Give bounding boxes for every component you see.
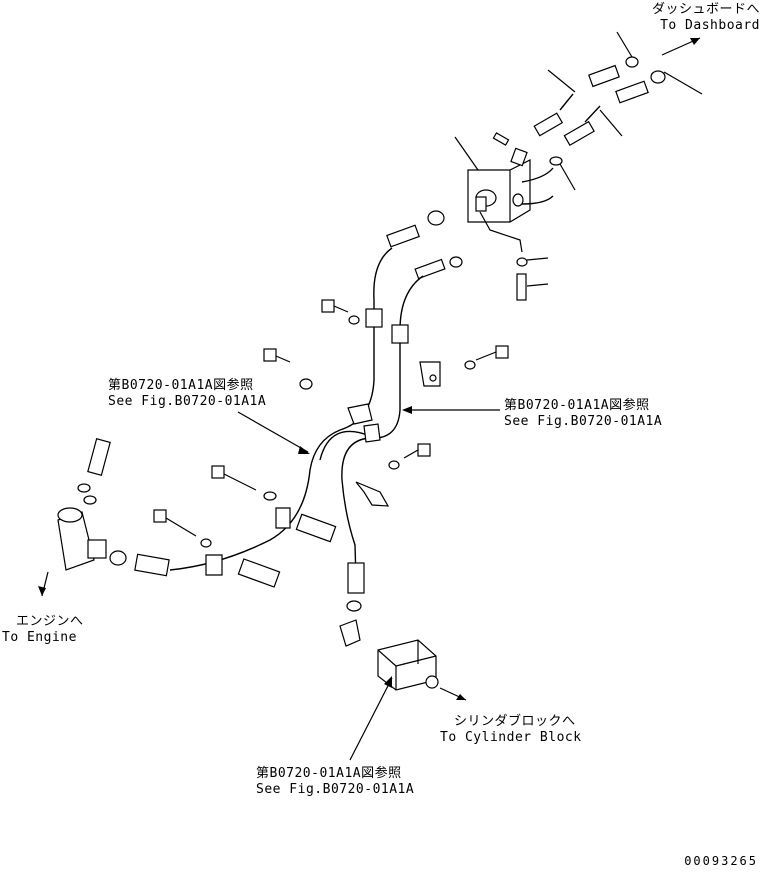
bolts: [153, 299, 509, 548]
label-to-engine-jp: エンジンへ: [16, 614, 84, 629]
label-ref-right-en: See Fig.B0720-01A1A: [504, 414, 663, 429]
label-to-cylinder-en: To Cylinder Block: [440, 730, 582, 745]
label-to-cylinder-jp: シリンダブロックへ: [454, 714, 576, 729]
clamps: [205, 308, 441, 576]
reference-leaders: [237, 406, 500, 761]
label-ref-bottom-en: See Fig.B0720-01A1A: [256, 782, 415, 797]
hose-segments-top: [533, 64, 649, 147]
main-hoses: [169, 247, 424, 581]
drawing-number: 00093265: [684, 854, 758, 868]
hose-pieces-lower: [109, 513, 365, 612]
label-to-engine-en: To Engine: [2, 630, 77, 645]
label-ref-right-jp: 第B0720-01A1A図参照: [504, 398, 650, 413]
dashboard-arrows: [661, 37, 703, 95]
label-ref-bottom-jp: 第B0720-01A1A図参照: [256, 766, 402, 781]
label-ref-left-en: See Fig.B0720-01A1A: [108, 394, 267, 409]
hose-clamp-top: [616, 31, 666, 84]
label-to-dashboard-en: To Dashboard: [660, 18, 760, 33]
valve-block: [454, 132, 576, 223]
label-ref-left-jp: 第B0720-01A1A図参照: [108, 378, 254, 393]
cylinder-fitting: [339, 619, 467, 701]
fittings-upper: [386, 196, 549, 301]
engine-fitting: [38, 438, 111, 597]
label-to-dashboard-jp: ダッシュボードへ: [651, 2, 760, 17]
